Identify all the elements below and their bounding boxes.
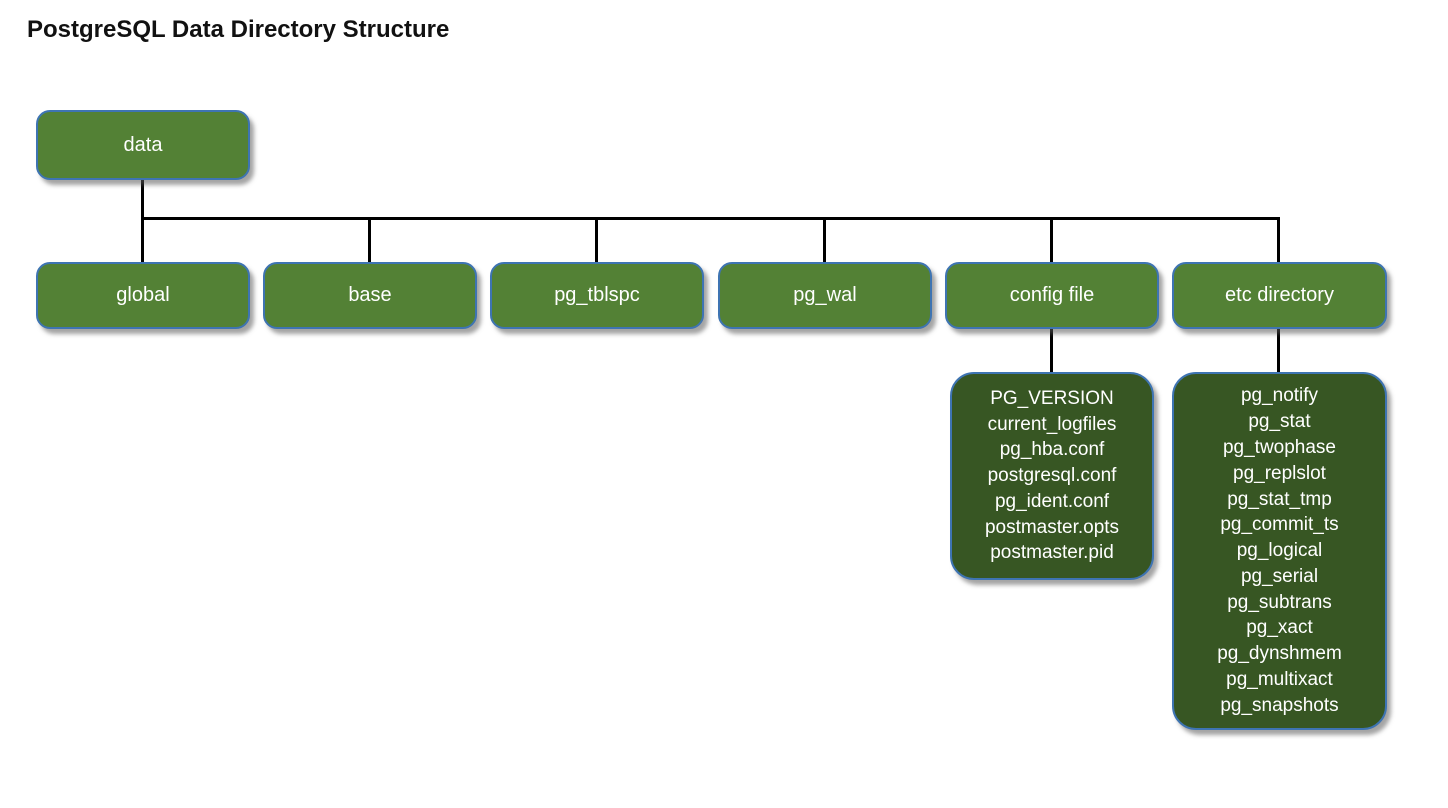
node-base: base [263,262,477,329]
file-item: pg_snapshots [1220,694,1339,716]
node-data-label: data [123,133,163,156]
file-item: pg_dynshmem [1217,643,1342,665]
file-item: pg_hba.conf [999,439,1105,461]
node-etc-directory: etc directory [1172,262,1387,329]
node-global: global [36,262,250,329]
connector-stub-global [141,217,144,262]
connector-stub-etc-directory [1277,217,1280,262]
node-pg-tblspc: pg_tblspc [490,262,704,329]
file-item: pg_notify [1240,385,1319,407]
node-global-label: global [116,284,170,306]
file-item: postmaster.opts [984,516,1120,538]
file-item: pg_replslot [1233,462,1326,484]
file-item: pg_stat_tmp [1227,488,1332,510]
node-data: data [36,110,250,180]
page-title: PostgreSQL Data Directory Structure [27,16,450,43]
node-config-file: config file [945,262,1159,329]
connector-stub-config-file [1050,217,1053,262]
file-item: pg_stat [1248,411,1311,433]
etc-directory-list: pg_notify pg_stat pg_twophase pg_replslo… [1172,372,1387,730]
file-item: pg_twophase [1222,436,1337,458]
file-item: PG_VERSION [990,387,1114,409]
file-item: pg_serial [1240,565,1319,587]
node-pg-wal: pg_wal [718,262,932,329]
file-item: pg_logical [1236,540,1323,562]
file-item: pg_subtrans [1227,591,1332,613]
file-item: pg_multixact [1226,669,1333,691]
node-pg-wal-label: pg_wal [793,284,857,306]
file-item: pg_commit_ts [1220,514,1339,536]
node-base-label: base [348,284,392,306]
file-item: postmaster.pid [990,542,1114,564]
connector-config-file-list [1050,329,1053,372]
node-pg-tblspc-label: pg_tblspc [554,284,640,306]
file-item: pg_ident.conf [994,490,1110,512]
connector-rail [141,217,1280,220]
file-item: current_logfiles [987,413,1117,435]
file-item: pg_xact [1246,617,1313,639]
connector-etc-directory-list [1277,329,1280,372]
connector-stub-pg-wal [823,217,826,262]
node-etc-directory-label: etc directory [1225,284,1334,306]
connector-root-stub [141,180,144,220]
connector-stub-base [368,217,371,262]
node-config-file-label: config file [1009,284,1095,306]
config-file-list: PG_VERSION current_logfiles pg_hba.conf … [950,372,1154,580]
connector-stub-pg-tblspc [595,217,598,262]
file-item: postgresql.conf [987,465,1117,487]
